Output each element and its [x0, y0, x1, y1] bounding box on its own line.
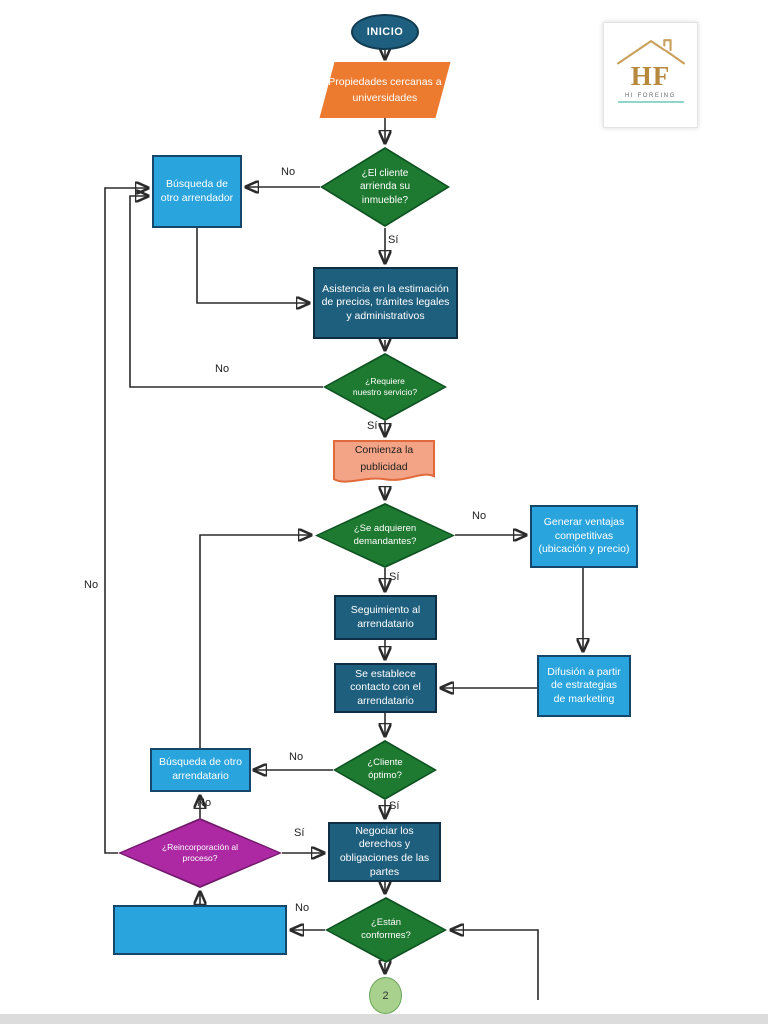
decision-label: ¿Cliente óptimo?	[336, 742, 434, 798]
process-label: Generar ventajas competitivas (ubicación…	[538, 516, 630, 556]
logo-card: HF HI FOREING	[603, 22, 698, 128]
process-brindamos-informacion	[113, 905, 287, 955]
process-label: Negociar los derechos y obligaciones de …	[339, 824, 430, 878]
process-label: Se establece contacto con el arrendatari…	[350, 667, 421, 707]
document-comienza-publicidad: Comienza la publicidad	[333, 440, 435, 485]
edge-label-no: No	[215, 363, 230, 375]
process-label: Difusión a partir de estrategias de mark…	[547, 665, 621, 705]
decision-reincorporacion: ¿Reincorporación al proceso?	[118, 818, 282, 888]
start-label: INICIO	[366, 26, 404, 38]
connector-label: 2	[382, 989, 389, 1002]
process-difusion: Difusión a partir de estrategias de mark…	[537, 655, 631, 717]
process-contacto: Se establece contacto con el arrendatari…	[334, 663, 437, 713]
decision-estan-conformes: ¿Están conformes?	[325, 897, 447, 963]
next-page-edge	[0, 1014, 768, 1024]
decision-label: ¿Requiere nuestro servicio?	[326, 355, 444, 419]
decision-adquieren-demandantes: ¿Se adquieren demandantes?	[315, 503, 455, 568]
process-label: Búsqueda de otro arrendador	[160, 177, 234, 204]
edge-label-si: Sí	[389, 571, 400, 583]
edge-label-no: No	[197, 797, 212, 809]
decision-label: ¿Se adquieren demandantes?	[318, 505, 452, 566]
logo-underline	[617, 101, 684, 103]
process-label: Búsqueda de otro arrendatario	[159, 756, 242, 782]
process-busqueda-arrendador: Búsqueda de otro arrendador	[152, 155, 242, 228]
document-label: Comienza la publicidad	[354, 443, 414, 473]
logo-initials: HF	[630, 61, 671, 91]
start-node: INICIO	[351, 14, 419, 50]
offpage-connector-2: 2	[369, 977, 402, 1014]
edge-label-no: No	[84, 579, 99, 591]
logo-name: HI FOREING	[624, 93, 676, 99]
decision-requiere-servicio: ¿Requiere nuestro servicio?	[323, 353, 447, 421]
edge-label-si: Sí	[389, 800, 400, 812]
data-node-propiedades: Propiedades cercanas a universidades	[319, 62, 451, 118]
document-shape	[333, 440, 435, 483]
edge-label-no: No	[295, 902, 310, 914]
process-busqueda-arrendatario: Búsqueda de otro arrendatario	[150, 748, 251, 792]
process-negociar: Negociar los derechos y obligaciones de …	[328, 822, 441, 882]
process-generar-ventajas: Generar ventajas competitivas (ubicación…	[530, 505, 638, 568]
edge-label-no: No	[281, 166, 296, 178]
decision-cliente-arrienda: ¿El cliente arrienda su inmueble?	[320, 147, 450, 227]
decision-label: ¿El cliente arrienda su inmueble?	[323, 149, 447, 225]
process-asistencia: Asistencia en la estimación de precios, …	[313, 267, 458, 339]
decision-cliente-optimo: ¿Cliente óptimo?	[333, 740, 437, 800]
edge-label-si: Sí	[388, 234, 399, 246]
process-seguimiento: Seguimiento al arrendatario	[334, 595, 437, 640]
edge-label-no: No	[289, 751, 304, 763]
decision-label: ¿Están conformes?	[328, 899, 444, 961]
data-node-label: Propiedades cercanas a universidades	[328, 75, 442, 104]
decision-label: ¿Reincorporación al proceso?	[121, 820, 279, 886]
edge-label-si: Sí	[294, 827, 305, 839]
house-roof-icon	[616, 39, 685, 65]
process-label: Seguimiento al arrendatario	[350, 603, 421, 630]
process-label: Asistencia en la estimación de precios, …	[321, 282, 450, 322]
edge-label-si: Sí	[367, 420, 378, 432]
edge-label-no: No	[472, 510, 487, 522]
